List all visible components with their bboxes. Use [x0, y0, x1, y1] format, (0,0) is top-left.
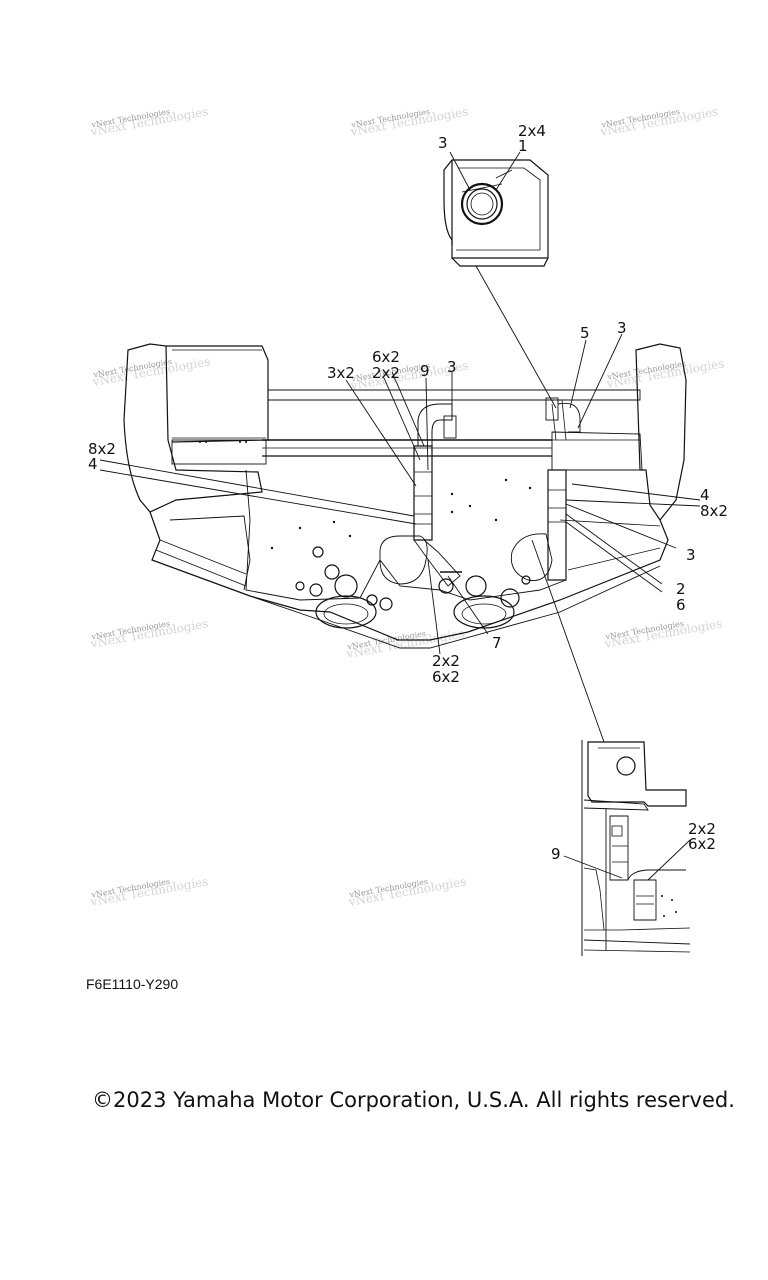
callout-4-right: 4	[700, 486, 710, 504]
bottom-inset-leaders	[563, 839, 691, 881]
rivets	[199, 441, 532, 550]
callout-2x4: 2x4	[518, 122, 546, 140]
bottom-inset-detail	[581, 740, 691, 956]
main-hull-drawing	[123, 343, 687, 649]
top-inset-detail	[443, 159, 549, 267]
callout-4-left: 4	[88, 455, 98, 473]
callout-8x2-right: 8x2	[700, 502, 728, 520]
callout-7: 7	[492, 634, 502, 652]
callout-6x2-inset: 6x2	[688, 835, 716, 853]
callout-5: 5	[580, 324, 590, 342]
callout-6x2: 6x2	[372, 348, 400, 366]
callout-9: 9	[420, 362, 430, 380]
callout-2x2: 2x2	[372, 364, 400, 382]
callout-3-center: 3	[447, 358, 457, 376]
callout-1: 1	[518, 137, 528, 155]
top-inset-leaders	[449, 151, 557, 409]
callout-6x2-bottom: 6x2	[432, 668, 460, 686]
inset-rivets	[661, 895, 677, 917]
callout-2x2-inset: 2x2	[688, 820, 716, 838]
main-leaders	[99, 333, 701, 743]
callout-3-right: 3	[686, 546, 696, 564]
callout-6-right: 6	[676, 596, 686, 614]
diagram-code: F6E1110-Y290	[86, 976, 179, 992]
callout-9-inset: 9	[551, 845, 561, 863]
copyright-notice: ©2023 Yamaha Motor Corporation, U.S.A. A…	[92, 1088, 735, 1112]
callout-2-right: 2	[676, 580, 686, 598]
callout-8x2-left: 8x2	[88, 440, 116, 458]
callout-3x2: 3x2	[327, 364, 355, 382]
callout-3-top-inset: 3	[438, 134, 448, 152]
callout-2x2-bottom: 2x2	[432, 652, 460, 670]
callout-3-top-right: 3	[617, 319, 627, 337]
watermarks: vNext Technologies vNext Technologies vN…	[88, 104, 725, 909]
